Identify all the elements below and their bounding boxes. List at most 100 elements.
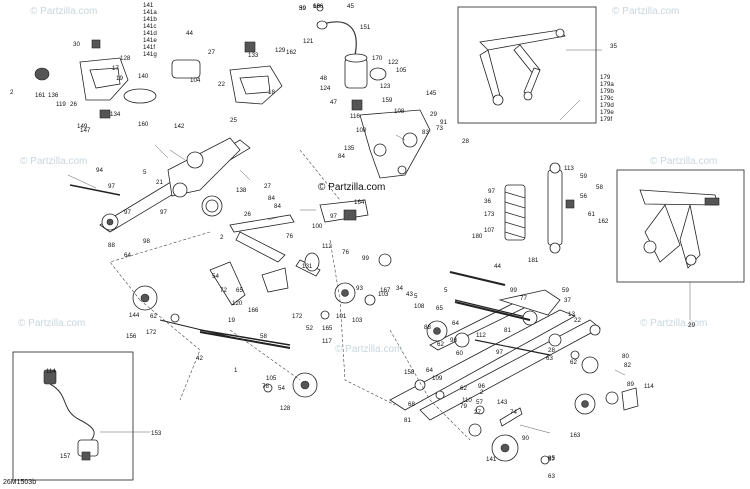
callout-label: 5 bbox=[143, 169, 147, 176]
watermark-bottom-right: © Partzilla.com bbox=[640, 318, 707, 329]
upper-left-bracket-group bbox=[34, 39, 283, 119]
callout-label: 62 bbox=[460, 385, 467, 392]
watermark-centre: © Partzilla.com bbox=[318, 182, 385, 193]
leader-lines bbox=[67, 99, 626, 434]
callout-label: 114 bbox=[46, 368, 56, 375]
callout-label: 65 bbox=[236, 287, 243, 294]
rear-wheels bbox=[414, 310, 639, 465]
callout-label: 98 bbox=[450, 337, 457, 344]
watermark-top-left: © Partzilla.com bbox=[30, 6, 97, 17]
rear-shock-59 bbox=[504, 162, 575, 254]
svg-text:179: 179 bbox=[600, 74, 611, 81]
callout-label: 133 bbox=[248, 52, 259, 59]
callout-label: 61 bbox=[588, 211, 595, 218]
callout-label: 30 bbox=[73, 41, 80, 48]
callout-label: 97 bbox=[330, 213, 337, 220]
callout-label: 136 bbox=[48, 92, 59, 99]
callout-label: 166 bbox=[313, 3, 324, 10]
callout-label: 88 bbox=[108, 242, 115, 249]
callout-label: 74 bbox=[510, 409, 517, 416]
inset-153-sensor-cable bbox=[43, 369, 150, 461]
callout-label: 119 bbox=[56, 101, 66, 108]
shaft-106 bbox=[449, 271, 506, 286]
callout-label: 162 bbox=[598, 218, 609, 225]
svg-text:179e: 179e bbox=[600, 109, 614, 116]
callout-label: 56 bbox=[580, 193, 587, 200]
callout-label: 99 bbox=[362, 255, 369, 262]
callout-label: 104 bbox=[190, 77, 201, 84]
callout-label: 124 bbox=[320, 85, 331, 92]
callout-label: 5 bbox=[444, 287, 448, 294]
svg-text:141e: 141e bbox=[143, 37, 157, 44]
callout-label: 89 bbox=[627, 381, 634, 388]
callout-label: 17 bbox=[112, 65, 119, 72]
callout-label: 36 bbox=[484, 198, 491, 205]
callout-label: 84 bbox=[338, 153, 345, 160]
callout-label: 42 bbox=[196, 355, 203, 362]
callout-label: 29 bbox=[430, 111, 437, 118]
callout-label: 52 bbox=[306, 325, 313, 332]
callout-label: 84 bbox=[268, 195, 275, 202]
mid-wheels-93 bbox=[320, 253, 392, 320]
callout-label: 134 bbox=[110, 111, 121, 118]
callout-label: 45 bbox=[347, 3, 354, 10]
callout-label: 162 bbox=[286, 49, 297, 56]
watermark-centre-low: © Partzilla.com bbox=[335, 344, 402, 355]
callout-label: 160 bbox=[138, 121, 149, 128]
callout-label: 96 bbox=[478, 383, 485, 390]
callout-label: 28 bbox=[548, 347, 555, 354]
callout-label: 57 bbox=[476, 399, 483, 406]
callout-label: 141 bbox=[486, 456, 497, 463]
callout-label: 62 bbox=[150, 313, 157, 320]
callout-label: 64 bbox=[124, 252, 131, 259]
callout-label: 54 bbox=[278, 385, 285, 392]
callout-label: 76 bbox=[286, 233, 293, 240]
callout-label: 18 bbox=[268, 89, 275, 96]
callout-label: 48 bbox=[320, 75, 327, 82]
callout-label: 105 bbox=[396, 67, 407, 74]
callout-label: 108 bbox=[394, 108, 405, 115]
callout-label: 58 bbox=[596, 184, 603, 191]
callout-label: 2 bbox=[220, 234, 224, 241]
callout-label: 21 bbox=[156, 179, 163, 186]
callout-label: 68 bbox=[408, 401, 415, 408]
rear-skid-rail bbox=[389, 271, 601, 421]
callout-label: 98 bbox=[143, 238, 150, 245]
callout-label: 82 bbox=[624, 362, 631, 369]
dashed-reference-lines bbox=[109, 149, 471, 441]
callout-label: 35 bbox=[610, 43, 617, 50]
callout-label: 166 bbox=[248, 307, 259, 314]
callout-label: 1 bbox=[234, 367, 238, 374]
callout-label: 63 bbox=[546, 355, 553, 362]
callout-label: 85 bbox=[548, 455, 555, 462]
callout-label: 44 bbox=[494, 263, 501, 270]
callout-label: 64 bbox=[426, 367, 433, 374]
diagram-code: 26M1503b bbox=[3, 479, 36, 486]
callout-label: 81 bbox=[504, 327, 511, 334]
callout-label: 87 bbox=[548, 456, 555, 463]
shaft-76 bbox=[454, 301, 531, 321]
callout-label: 62 bbox=[437, 341, 444, 348]
callout-label: 13 bbox=[568, 311, 575, 318]
callout-label: 117 bbox=[322, 338, 332, 345]
callout-label: 145 bbox=[426, 90, 437, 97]
callout-label: 113 bbox=[564, 165, 574, 172]
callout-label: 19 bbox=[116, 75, 123, 82]
callout-label: 54 bbox=[212, 273, 219, 280]
callout-label: 170 bbox=[372, 55, 383, 62]
callout-label: 100 bbox=[312, 223, 323, 230]
callout-label: 151 bbox=[360, 24, 371, 31]
watermark-left-mid: © Partzilla.com bbox=[20, 156, 87, 167]
callout-label: 97 bbox=[124, 209, 131, 216]
callout-label: 138 bbox=[236, 187, 247, 194]
callout-label: 80 bbox=[622, 353, 629, 360]
inset-box-right bbox=[616, 169, 745, 283]
callout-label: 62 bbox=[570, 359, 577, 366]
callout-group-141: 141 141a 141b 141c 141d 141e 141f 141g bbox=[143, 2, 157, 58]
callout-label: 144 bbox=[129, 312, 140, 319]
callout-group-179: 179 179a 179b 179c 179d 179e 179f bbox=[600, 74, 614, 123]
torsion-spring-138-area bbox=[201, 195, 369, 277]
callout-label: 29 bbox=[688, 322, 695, 329]
